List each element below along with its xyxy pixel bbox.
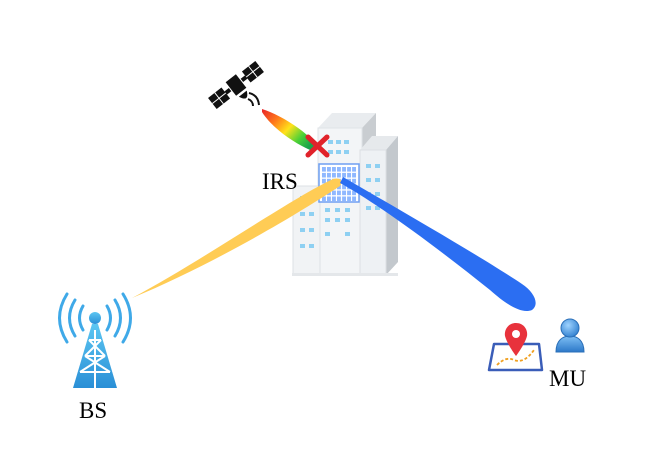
irs-element (352, 167, 356, 172)
irs-element (332, 167, 336, 172)
irs-element (342, 172, 346, 178)
irs-element (332, 190, 336, 196)
user-icon (555, 318, 585, 353)
satellite-icon (208, 61, 264, 109)
map-pin-icon (487, 323, 544, 372)
cell-tower-icon (58, 292, 132, 388)
irs-element (322, 178, 326, 184)
irs-element (337, 167, 341, 172)
satellite-beam (262, 109, 317, 151)
irs-element (342, 184, 346, 190)
irs-element (337, 172, 341, 178)
irs-element (337, 190, 341, 196)
irs-element (332, 196, 336, 202)
irs-element (327, 196, 331, 202)
mu-label: MU (549, 366, 587, 391)
irs-element (347, 190, 351, 196)
irs-element (352, 196, 356, 202)
irs-element (322, 167, 326, 172)
irs-element (342, 196, 346, 202)
irs-element (322, 172, 326, 178)
irs-element (337, 184, 341, 190)
irs-element (347, 167, 351, 172)
irs-element (337, 196, 341, 202)
irs-element (352, 190, 356, 196)
irs-to-mu-beam (340, 177, 536, 312)
irs-element (347, 196, 351, 202)
irs-element (352, 178, 356, 184)
irs-element (332, 172, 336, 178)
irs-element (327, 167, 331, 172)
irs-element (322, 196, 326, 202)
irs-element (342, 167, 346, 172)
irs-element (342, 190, 346, 196)
irs-element (347, 172, 351, 178)
bs-to-irs-beam (132, 178, 342, 298)
irs-element (352, 172, 356, 178)
bs-label: BS (79, 398, 108, 423)
satellite-signal-icon (247, 92, 260, 107)
irs-label: IRS (262, 169, 298, 194)
x-mark-icon (305, 134, 330, 158)
irs-element (327, 172, 331, 178)
